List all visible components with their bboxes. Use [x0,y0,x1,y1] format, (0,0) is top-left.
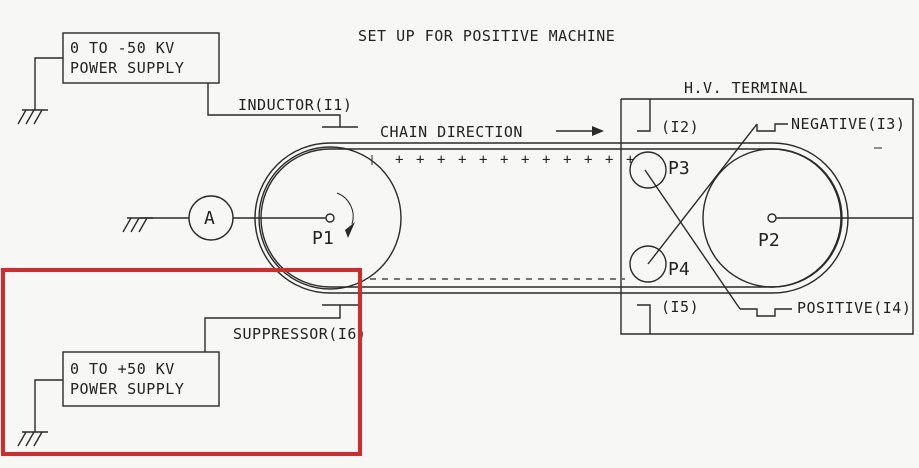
neg-supply-line1: 0 TO -50 KV [70,39,175,57]
positive-charge-mark: + [395,152,403,168]
i2-electrode [637,99,651,132]
pulley-p1-label: P1 [312,228,334,249]
inductor-label: INDUCTOR(I1) [238,96,352,114]
i2-label: (I2) [661,118,699,136]
pos-supply-line2: POWER SUPPLY [70,380,184,398]
positive-charge-mark: + [584,152,592,168]
diagram-title: SET UP FOR POSITIVE MACHINE [358,27,615,45]
i5-electrode [637,304,651,334]
hv-terminal-outline [620,99,914,335]
ammeter-label: A [204,208,215,229]
hv-terminal-label: H.V. TERMINAL [684,79,808,97]
pos-supply-ground-wire [34,379,63,432]
pulley-p2-label: P2 [758,230,780,251]
neg-supply-box [62,32,220,84]
rotation-arrow-icon [345,222,355,238]
negative-pickup [756,123,788,132]
negative-label: NEGATIVE(I3) [791,115,905,133]
positive-charge-mark: + [458,152,466,168]
ammeter [188,195,234,241]
neg-supply-line2: POWER SUPPLY [70,59,184,77]
arrowhead-icon [592,126,604,136]
cross-chain-b [647,123,758,265]
rotation-arc [336,192,354,225]
positive-charge-mark: + [437,152,445,168]
pos-supply-line1: 0 TO +50 KV [70,360,175,378]
hv-terminal-top-edge [621,98,914,222]
pulley-p2-hub [767,213,777,223]
pulley-p3 [629,151,667,189]
positive-charge-mark: + [563,152,571,168]
pulley-p3-label: P3 [668,158,690,179]
positive-pickup [740,308,792,317]
positive-charge-mark: + [479,152,487,168]
highlight-box [1,268,362,456]
positive-charge-mark: + [542,152,550,168]
ground-icon [17,431,43,447]
pulley-p4 [629,245,667,283]
pos-supply-box [62,351,220,407]
pulley-p4-label: P4 [668,259,690,280]
ground-icon [122,217,148,233]
cross-chain-a [644,169,741,310]
positive-charge-row: + + + + + + + + + + + + [395,152,634,168]
suppressor-feed-wire [204,305,341,352]
suppressor-label: SUPPRESSOR(I6) [233,325,366,343]
chain-direction-label: CHAIN DIRECTION [380,123,523,141]
ground-icon [17,109,43,125]
positive-charge-mark: + [521,152,529,168]
i5-label: (I5) [661,298,699,316]
inductor-feed-wire [207,83,341,127]
positive-charge-mark: + [605,152,613,168]
positive-charge-mark: + [416,152,424,168]
positive-charge-mark: + [500,152,508,168]
positive-label: POSITIVE(I4) [797,299,911,317]
pulley-p1-hub [325,213,335,223]
positive-charge-mark: + [626,152,634,168]
neg-supply-ground-wire [34,57,63,110]
